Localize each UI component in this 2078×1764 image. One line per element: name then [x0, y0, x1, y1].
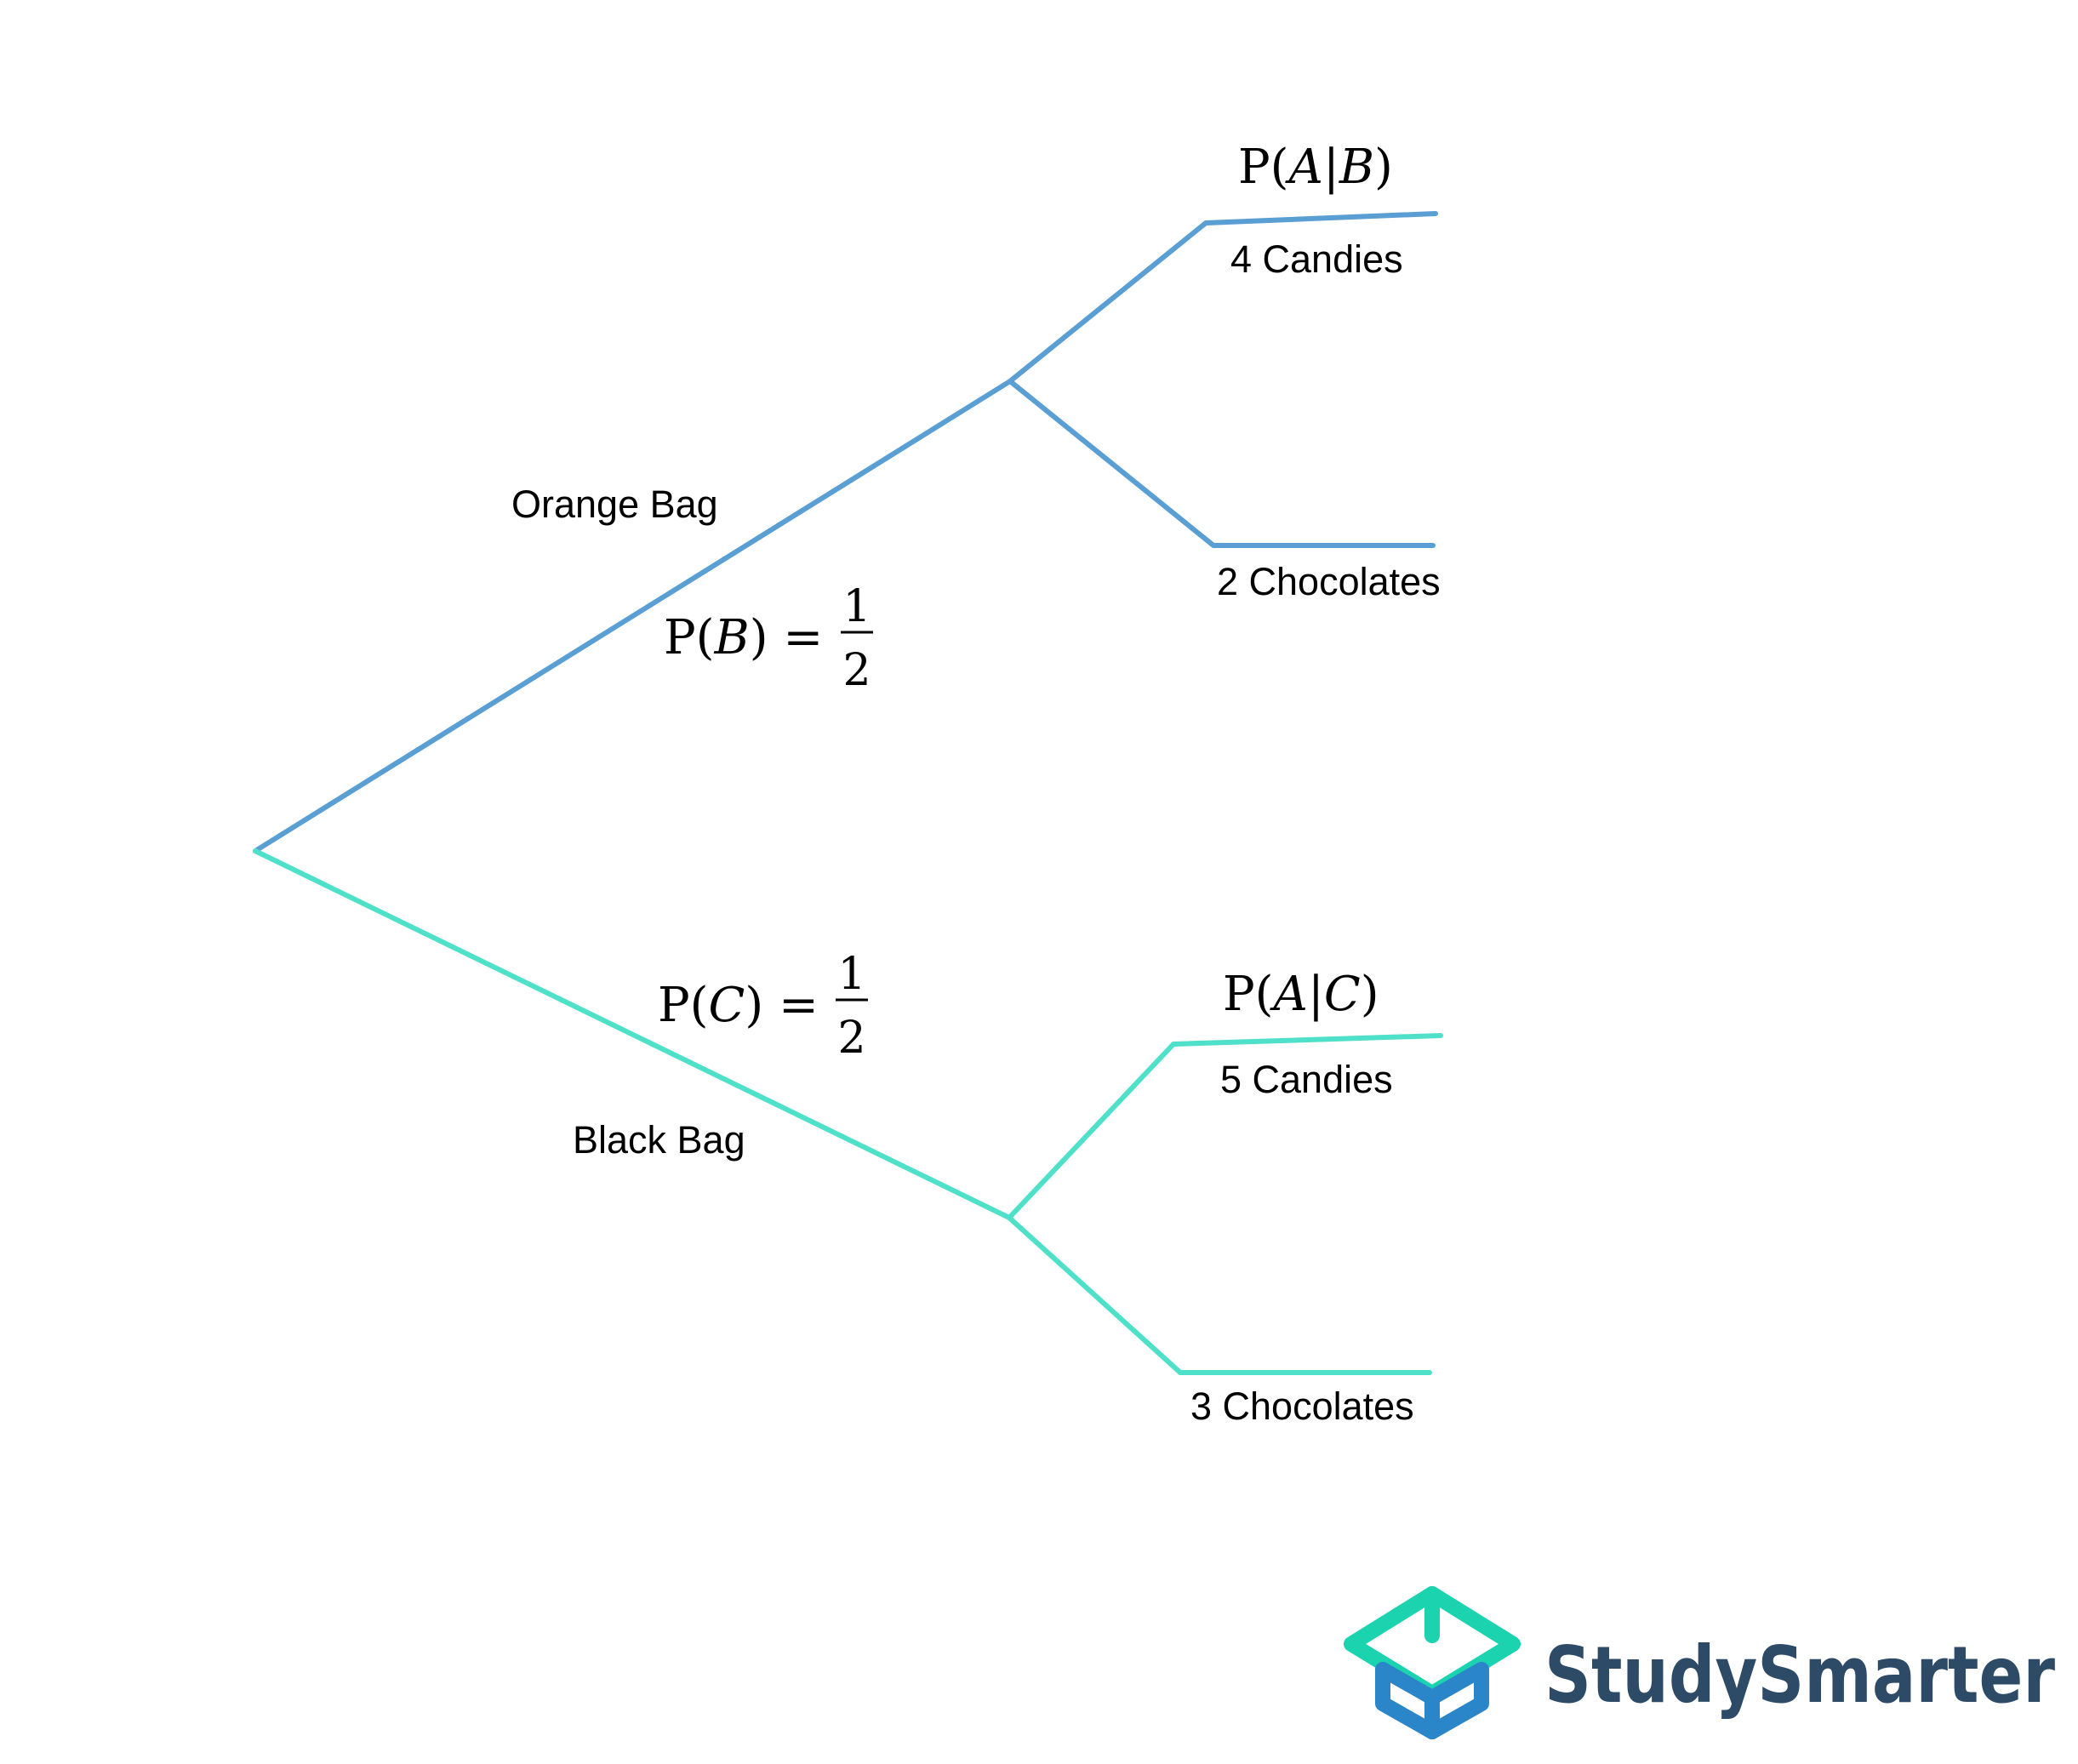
chocolates-branch-orange: [1008, 379, 1436, 548]
chocolates-branch-black: [1007, 1215, 1432, 1375]
fraction-denominator: 2: [842, 645, 871, 696]
svg-text:P(C) =: P(C) =: [658, 978, 819, 1033]
studysmarter-logo: StudySmarter: [1344, 1586, 2056, 1739]
outcome-label-4-candies: 4 Candies: [1230, 237, 1403, 281]
black-bag-label: Black Bag: [573, 1118, 745, 1162]
probability-a-given-b: P(A|B): [1238, 140, 1393, 195]
studysmarter-wordmark: StudySmarter: [1544, 1630, 2056, 1721]
fraction-numerator: 1: [842, 581, 871, 632]
outcome-label-2-chocolates: 2 Chocolates: [1217, 560, 1441, 603]
outcome-label-3-chocolates: 3 Chocolates: [1190, 1384, 1414, 1428]
fraction-numerator: 1: [837, 949, 865, 1000]
black-bag-branches: [253, 848, 1443, 1375]
svg-text:P(B) =: P(B) =: [664, 610, 823, 665]
studysmarter-cube-icon: [1344, 1586, 1521, 1739]
orange-bag-branches: [253, 211, 1438, 853]
probability-b-formula: P(B) = 1 2: [664, 581, 873, 696]
orange-bag-label: Orange Bag: [511, 482, 718, 526]
probability-a-given-c: P(A|C): [1223, 967, 1379, 1022]
candies-branch-orange: [1008, 211, 1438, 384]
black-bag-branch: [253, 848, 1012, 1220]
outcome-label-5-candies: 5 Candies: [1220, 1058, 1393, 1101]
orange-bag-branch: [253, 379, 1013, 853]
probability-c-formula: P(C) = 1 2: [658, 949, 868, 1064]
fraction-denominator: 2: [837, 1013, 865, 1064]
candies-branch-black: [1007, 1033, 1443, 1220]
